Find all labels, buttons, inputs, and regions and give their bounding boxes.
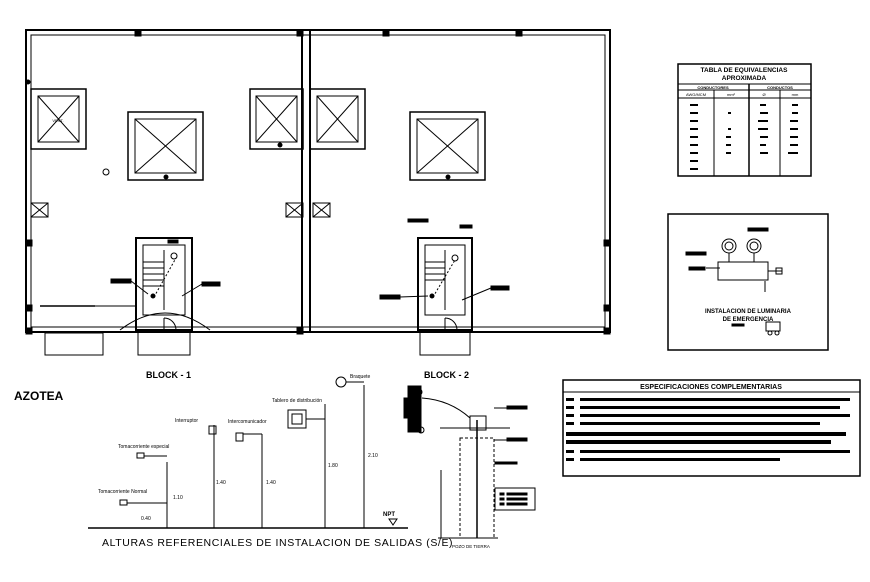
emergency-light-detail: [667, 213, 829, 351]
skylight-b2-left: [309, 88, 366, 150]
table-cells: [690, 104, 798, 170]
skylight-b1-center: [127, 111, 204, 181]
azotea-title: AZOTEA: [14, 389, 64, 403]
emergency-title-2: DE EMERGENCIA: [723, 317, 774, 323]
emergency-title-1: INSTALACION DE LUMINARIA: [705, 309, 792, 315]
value-tomacorriente-normal: 0.40: [141, 516, 151, 522]
label-tablero: Tablero de distribución: [272, 398, 322, 404]
label-tomacorriente-especial: Tomacorriente especial: [118, 444, 169, 450]
table-group-conductores: CONDUCTORES: [697, 85, 729, 90]
equivalence-table: [677, 63, 812, 177]
table-col-diameter: Ø: [762, 92, 765, 97]
skylight-b1-right: [249, 88, 304, 150]
value-intercomunicador: 1.40: [266, 480, 276, 486]
spec-lines: [566, 398, 850, 461]
skylight-b1-left: VENT.: [30, 88, 87, 150]
stair-core-block1: [110, 237, 221, 356]
label-tomacorriente-normal: Tomacorriente Normal: [98, 489, 147, 495]
value-tablero: 1.80: [328, 463, 338, 469]
floor-plan: VENT.: [25, 29, 611, 356]
heights-diagram: [88, 376, 408, 529]
block2-label: BLOCK - 2: [424, 370, 469, 380]
table-col-mm2: mm²: [727, 92, 736, 97]
table-col-mm: mm: [792, 92, 799, 97]
table-group-conductos: CONDUCTOS: [767, 85, 793, 90]
table-title: TABLA DE EQUIVALENCIAS: [701, 67, 789, 74]
block1-label: BLOCK - 1: [146, 370, 191, 380]
vent-label: VENT.: [52, 118, 63, 123]
value-interruptor: 1.40: [216, 480, 226, 486]
label-interruptor: Interruptor: [175, 418, 198, 424]
vent-boxes: [30, 202, 331, 218]
skylight-b2-center: [409, 111, 486, 181]
heights-title: ALTURAS REFERENCIALES DE INSTALACION DE …: [102, 537, 453, 549]
table-subtitle: APROXIMADA: [722, 75, 767, 82]
pozo-label: POZO DE TIERRA: [452, 544, 490, 549]
specifications-box: [562, 379, 861, 477]
ground-well-detail: [403, 385, 536, 539]
label-intercomunicador: Intercomunicador: [228, 419, 267, 425]
specs-title: ESPECIFICACIONES COMPLEMENTARIAS: [640, 384, 782, 391]
stair-core-block2: [379, 218, 510, 356]
label-braquete: Braquete: [350, 374, 371, 380]
value-braquete: 2.10: [368, 453, 378, 459]
npt-label: NPT: [383, 512, 395, 518]
value-tomacorriente-especial: 1.10: [173, 495, 183, 501]
table-col-awg: AWG/MCM: [686, 92, 706, 97]
